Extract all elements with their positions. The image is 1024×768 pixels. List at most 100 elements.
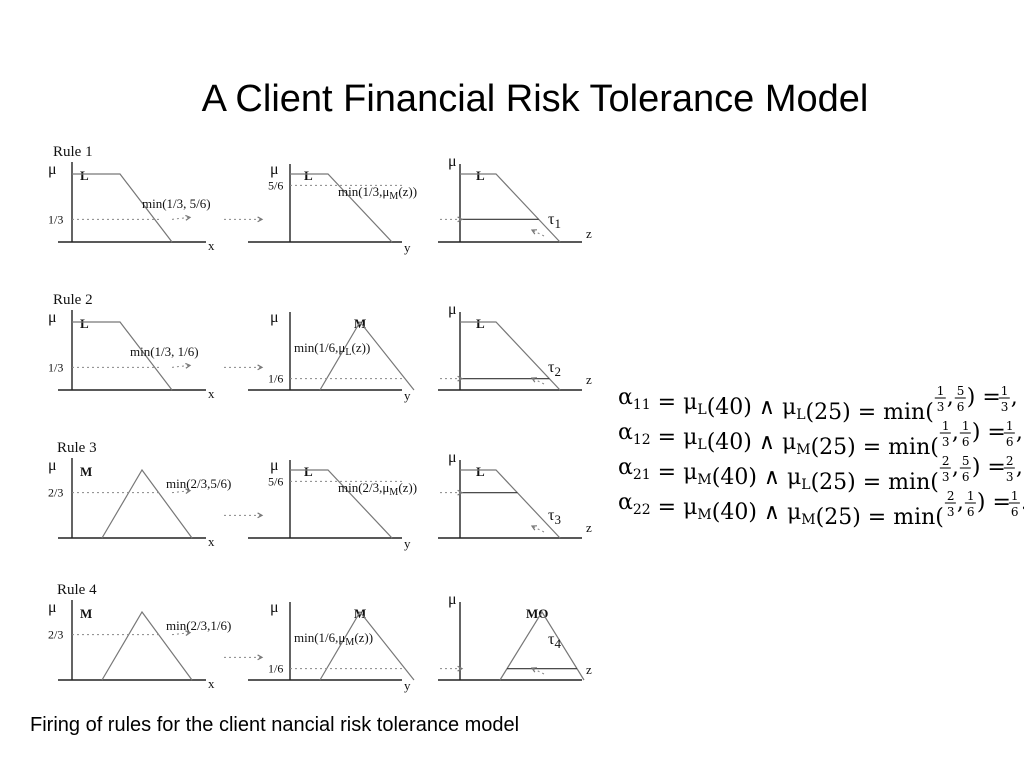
figure-caption: Firing of rules for the client nancial r…: [30, 714, 520, 736]
connector-arrow: [224, 654, 264, 661]
denominator: 3: [1006, 470, 1014, 484]
mu-symbol: μ: [448, 153, 457, 170]
arrow-shaft: [171, 216, 191, 220]
denominator: 3: [942, 435, 950, 449]
set-label: L: [476, 168, 485, 183]
level-label: 1/6: [268, 372, 283, 386]
numerator: 1: [967, 489, 975, 503]
arrow-head: [185, 630, 192, 637]
numerator: 2: [942, 454, 950, 468]
terminator: ,: [1011, 385, 1018, 410]
set-label: L: [80, 168, 89, 183]
mu-symbol: μ: [48, 599, 57, 616]
arrow-shaft: [531, 377, 545, 385]
numerator: 2: [1006, 454, 1014, 468]
numerator: 1: [1001, 384, 1009, 398]
tau-label: τ1: [548, 211, 561, 231]
arrow: [171, 488, 192, 495]
equation-12: α12 = μL(40) ∧ μM(25) = min(13,16) = 16,: [618, 419, 1023, 460]
mu-symbol: μ: [448, 449, 457, 466]
mu-symbol: μ: [448, 591, 457, 608]
membership-function: [460, 321, 561, 391]
level-label: 5/6: [268, 474, 283, 488]
arrow: [171, 214, 192, 221]
arrow: [171, 630, 192, 637]
connector-arrow: [440, 216, 464, 223]
numerator: 5: [957, 384, 965, 398]
rule-row-4: Rule 4μxM2/3min(2/3,1/6)μyM1/6min(1/6,μM…: [48, 582, 592, 693]
denominator: 3: [1001, 400, 1009, 414]
denominator: 6: [962, 470, 970, 484]
connector-arrow: [224, 216, 264, 223]
mu-symbol: μ: [448, 301, 457, 318]
slide-title: A Client Financial Risk Tolerance Model: [201, 78, 869, 120]
level-label: 2/3: [48, 628, 63, 642]
terminator: .: [1021, 490, 1024, 515]
arrow-head: [257, 654, 264, 661]
axis-label: x: [208, 386, 215, 401]
arrow-head: [530, 377, 538, 383]
numerator: 1: [937, 384, 945, 398]
tau-arrow: [530, 667, 545, 675]
numerator: 1: [1011, 489, 1019, 503]
numerator: 1: [942, 419, 950, 433]
denominator: 3: [947, 505, 955, 519]
comma: ,: [952, 455, 959, 480]
equation-21: α21 = μM(40) ∧ μL(25) = min(23,56) = 23,: [618, 454, 1023, 495]
equations-block: α11 = μL(40) ∧ μL(25) = min(13,56) = 13,…: [618, 384, 1024, 530]
arrow: [171, 362, 192, 369]
mu-symbol: μ: [270, 309, 279, 326]
arrow-head: [457, 489, 464, 496]
numerator: 1: [962, 419, 970, 433]
arrow-head: [530, 667, 538, 673]
set-label: L: [304, 168, 313, 183]
membership-function: [460, 173, 561, 243]
comma: ,: [957, 490, 964, 515]
min-annotation: min(1/3, 5/6): [142, 196, 211, 211]
connector-arrow: [440, 489, 464, 496]
min-annotation: min(2/3,1/6): [166, 618, 231, 633]
min-annotation: min(1/3,μM(z)): [338, 184, 417, 202]
numerator: 5: [962, 454, 970, 468]
axis-label: y: [404, 388, 411, 403]
denominator: 6: [967, 505, 975, 519]
membership-function: [319, 610, 415, 681]
membership-function: [460, 469, 561, 539]
min-annotation: min(1/6,μL(z)): [294, 340, 370, 358]
fraction: 23: [944, 489, 956, 519]
membership-function: [499, 610, 585, 681]
equals: ) =: [972, 420, 1006, 445]
tau-label: τ4: [548, 631, 561, 651]
membership-function: [290, 173, 393, 243]
mu-symbol: μ: [270, 457, 279, 474]
equals: ) =: [977, 490, 1011, 515]
arrow-head: [185, 488, 192, 495]
equation-22: α22 = μM(40) ∧ μM(25) = min(23,16) = 16.: [618, 489, 1024, 530]
equals: ) =: [967, 385, 1001, 410]
comma: ,: [952, 420, 959, 445]
mu-symbol: μ: [270, 161, 279, 178]
arrow-shaft: [531, 667, 545, 675]
level-label: 1/3: [48, 212, 63, 226]
equation-text: α11 = μL(40) ∧ μL(25) = min(: [618, 385, 934, 425]
set-label: MO: [526, 606, 548, 621]
comma: ,: [947, 385, 954, 410]
arrow-shaft: [171, 632, 191, 636]
arrow-shaft: [531, 525, 545, 533]
set-label: L: [476, 464, 485, 479]
axis-label: x: [208, 534, 215, 549]
equation-text: α21 = μM(40) ∧ μL(25) = min(: [618, 455, 939, 495]
denominator: 3: [937, 400, 945, 414]
tau-arrow: [530, 525, 545, 533]
membership-function: [72, 173, 173, 243]
min-annotation: min(2/3,μM(z)): [338, 480, 417, 498]
set-label: L: [80, 316, 89, 331]
axis-label: y: [404, 678, 411, 693]
